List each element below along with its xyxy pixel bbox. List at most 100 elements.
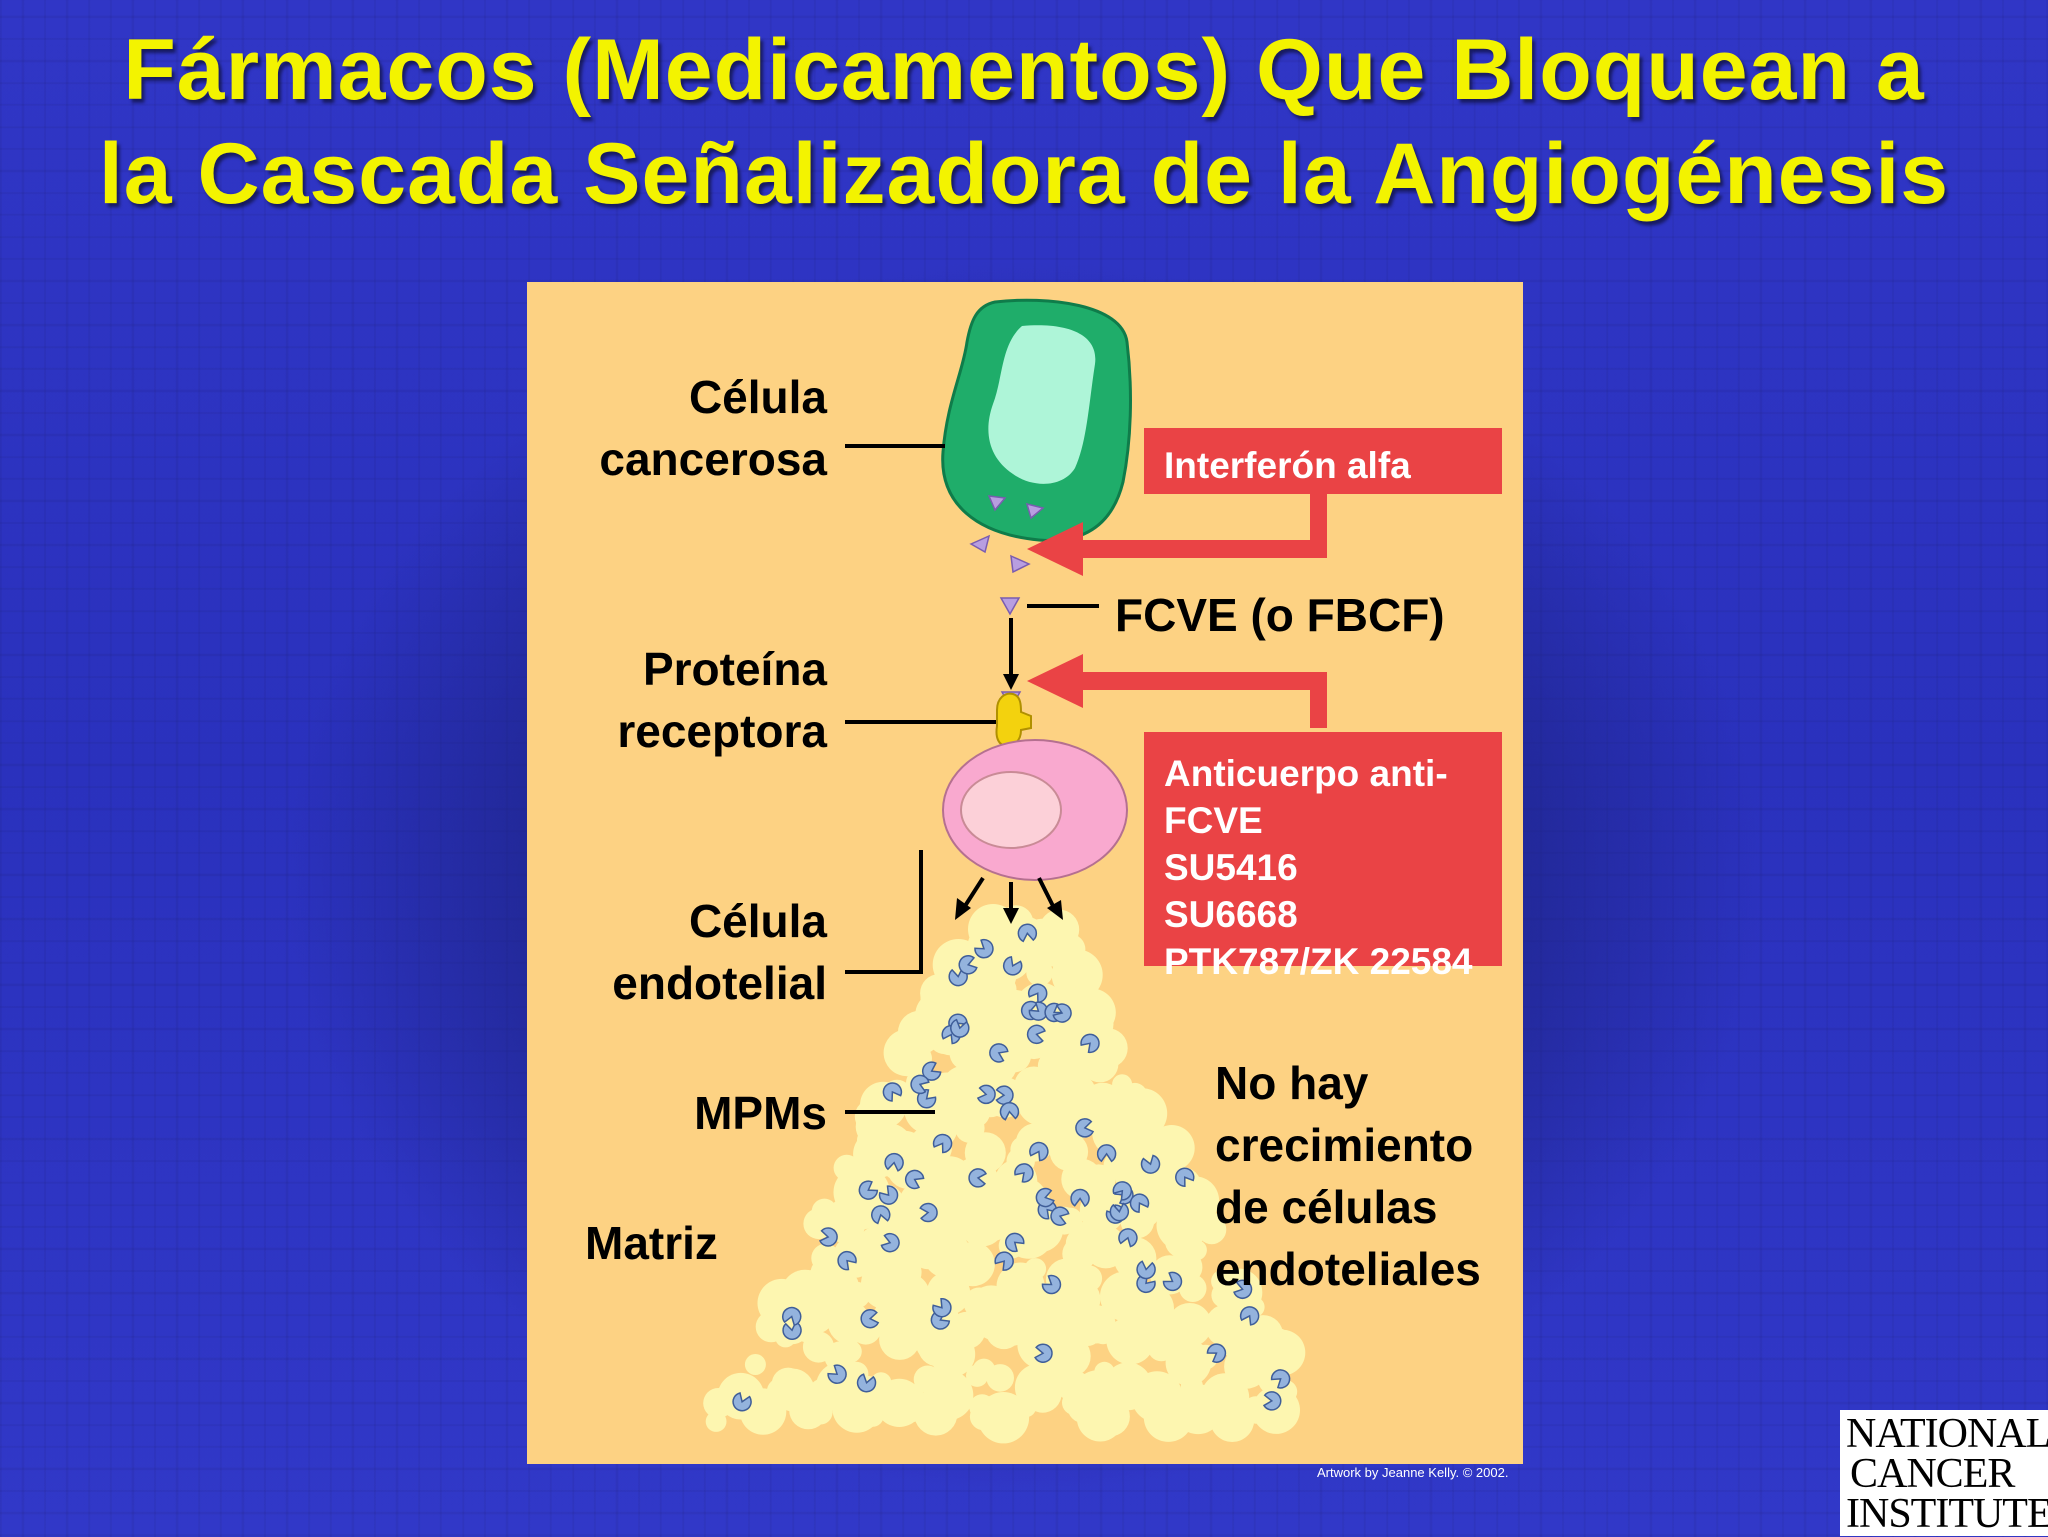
- matrix-bubble: [1090, 1396, 1130, 1437]
- matrix-bubble: [744, 1354, 766, 1375]
- mpm-particle: [871, 1205, 891, 1225]
- mpm-particle: [818, 1227, 838, 1247]
- mpm-particle: [878, 1185, 899, 1205]
- matrix-bubble: [996, 1262, 1045, 1311]
- matrix-bubble: [861, 1258, 913, 1310]
- matrix-bubble: [914, 1237, 940, 1263]
- mpm-particle: [1129, 1193, 1150, 1213]
- matrix-bubble: [811, 1198, 838, 1224]
- mpm-particle: [904, 1169, 925, 1190]
- vegf-arrow: [1003, 618, 1019, 690]
- drug-line-3: SU5416: [1164, 847, 1298, 888]
- label-cancer-cell-line1: Célula: [688, 371, 827, 423]
- matrix-bubble: [1127, 1308, 1155, 1336]
- label-receptor-line2: receptora: [617, 705, 827, 757]
- antibody-box: Anticuerpo anti- FCVE SU5416 SU6668 PTK7…: [1144, 732, 1502, 982]
- matrix-bubble: [1022, 1088, 1053, 1119]
- matrix-bubble: [1054, 934, 1086, 965]
- matrix-bubble: [1222, 1400, 1243, 1421]
- mpm-particle: [919, 1202, 938, 1223]
- mpm-particle: [782, 1306, 802, 1327]
- matrix-blob: [703, 904, 1306, 1444]
- matrix-bubble: [1174, 1189, 1206, 1221]
- mpm-particle: [1118, 1228, 1138, 1248]
- matrix-bubble: [1049, 1132, 1089, 1171]
- matrix-bubble: [1053, 1319, 1078, 1345]
- mpm-particle: [968, 1168, 987, 1188]
- matrix-bubble: [956, 1199, 989, 1231]
- matrix-bubble: [900, 1050, 928, 1077]
- signal-arrows: [955, 876, 1063, 924]
- mpm-particle: [860, 1308, 880, 1329]
- matrix-bubble: [1150, 1322, 1175, 1347]
- matrix-bubble: [924, 1085, 974, 1135]
- mpm-particle: [1029, 1141, 1049, 1162]
- mpm-particle: [1026, 1024, 1046, 1045]
- mpm-particle: [1140, 1154, 1161, 1174]
- mpm-particle: [1035, 1187, 1055, 1208]
- logo-line-1: NATIONAL: [1846, 1411, 2048, 1457]
- matrix-bubble: [1164, 1223, 1200, 1258]
- matrix-bubble: [1180, 1375, 1203, 1398]
- label-endothelial-line1: Célula: [688, 895, 827, 947]
- matrix-bubble: [1152, 1138, 1185, 1171]
- receptor-protein: [995, 692, 1032, 748]
- matrix-bubble: [1242, 1396, 1270, 1424]
- interferon-label: Interferón alfa: [1164, 445, 1411, 486]
- matrix-bubble: [874, 1117, 897, 1140]
- label-endothelial: Célula endotelial: [527, 890, 827, 1014]
- matrix-bubble: [926, 1271, 971, 1315]
- matrix-bubble: [1091, 1320, 1115, 1345]
- matrix-bubble: [920, 975, 969, 1024]
- drug-line-4: SU6668: [1164, 894, 1298, 935]
- matrix-bubble: [981, 1175, 1015, 1208]
- matrix-bubble: [1057, 964, 1082, 989]
- mpm-particle: [856, 1373, 877, 1393]
- label-fcve: FCVE (o FBCF): [1115, 589, 1445, 641]
- interferon-box: Interferón alfa: [1144, 428, 1502, 494]
- matrix-bubble: [1224, 1344, 1269, 1389]
- endothelial-nucleus: [960, 771, 1062, 849]
- mpm-particle: [1005, 1232, 1025, 1253]
- matrix-bubble: [1259, 1329, 1306, 1376]
- matrix-bubble: [1102, 1274, 1137, 1309]
- mpm-particle: [974, 938, 994, 959]
- label-endothelial-line2: endotelial: [612, 957, 827, 1009]
- label-result-line4: endoteliales: [1215, 1243, 1481, 1295]
- title-line-1: Fármacos (Medicamentos) Que Bloquean a: [123, 22, 1925, 118]
- mpm-particle: [1034, 1343, 1053, 1363]
- label-receptor-line1: Proteína: [642, 643, 827, 695]
- matrix-bubble: [1109, 1139, 1146, 1176]
- mpm-particle: [994, 1251, 1014, 1271]
- mpm-particle: [1041, 1274, 1062, 1295]
- mpm-particle: [1109, 1202, 1130, 1222]
- matrix-bubble: [1178, 1357, 1201, 1380]
- matrix-bubble: [983, 1404, 1004, 1426]
- mpm-particle: [1162, 1271, 1183, 1292]
- angiogenesis-diagram: [703, 298, 1327, 1444]
- matrix-bubble: [844, 1236, 881, 1273]
- mpm-particle: [995, 1085, 1014, 1105]
- logo-line-2: CANCER: [1850, 1451, 2015, 1497]
- mpm-particle: [1017, 923, 1038, 943]
- mpm-particle: [1002, 956, 1023, 976]
- mpm-particle: [1206, 1343, 1227, 1363]
- nci-logo: NATIONAL CANCER INSTITUTE: [1840, 1410, 2048, 1536]
- matrix-bubble: [1037, 1028, 1069, 1060]
- cancer-cell-inner: [988, 325, 1096, 484]
- label-receptor: Proteína receptora: [527, 638, 827, 762]
- mpm-particle: [950, 1018, 970, 1038]
- label-result-line1: No hay: [1215, 1057, 1369, 1109]
- mpm-particle: [1014, 1163, 1034, 1183]
- matrix-bubble: [923, 1370, 974, 1421]
- matrix-bubble: [1058, 1278, 1101, 1320]
- mpm-particle: [782, 1321, 802, 1340]
- matrix-bubble: [1023, 1374, 1062, 1413]
- mpm-particle: [1262, 1391, 1282, 1411]
- artwork-credit: Artwork by Jeanne Kelly. © 2002.: [1317, 1465, 1509, 1480]
- mpm-particle: [884, 1152, 904, 1172]
- mpm-particle: [837, 1250, 857, 1271]
- matrix-bubble: [802, 1331, 835, 1363]
- drug-line-2: FCVE: [1164, 800, 1263, 841]
- matrix-bubble: [963, 1287, 995, 1319]
